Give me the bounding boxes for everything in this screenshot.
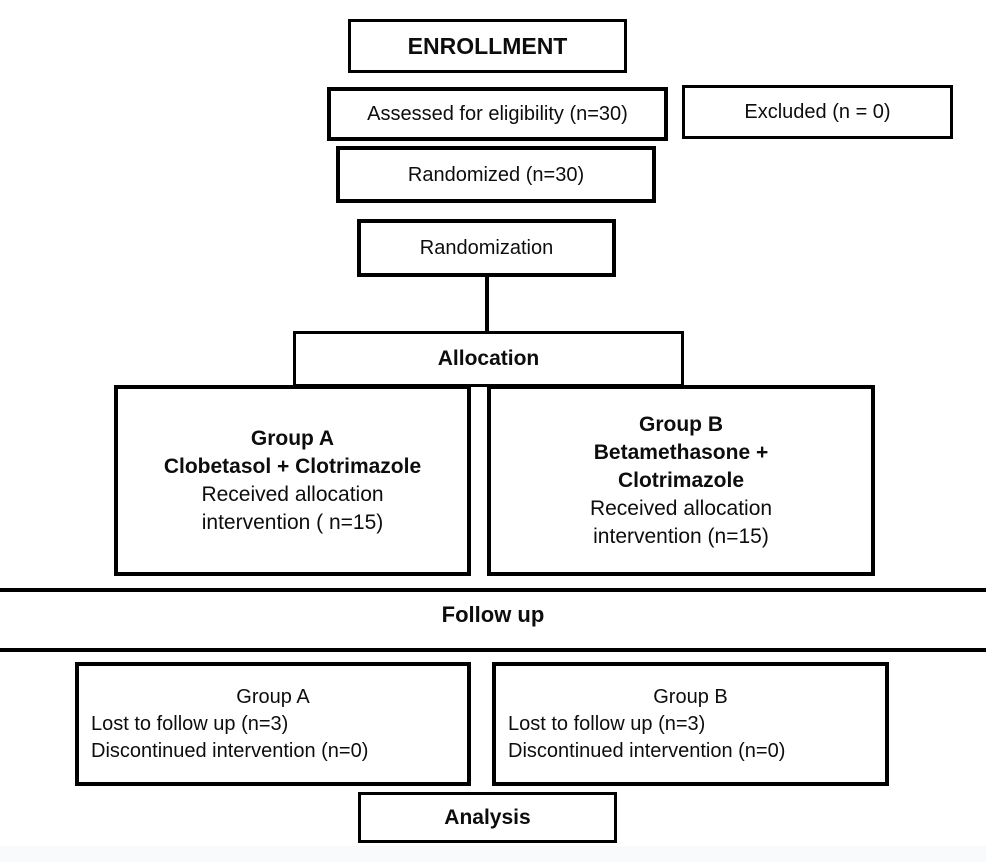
enrollment-box: ENROLLMENT bbox=[348, 19, 627, 73]
group-b-lost-line: Lost to follow up (n=3) bbox=[508, 712, 706, 735]
excluded-box: Excluded (n = 0) bbox=[682, 85, 953, 139]
group-a-treatment: Clobetasol + Clotrimazole bbox=[163, 454, 422, 478]
group-b-discontinued-line: Discontinued intervention (n=0) bbox=[508, 739, 786, 762]
randomized-box: Randomized (n=30) bbox=[336, 146, 656, 203]
allocation-label: Allocation bbox=[437, 347, 540, 370]
group-b-intervention-line: intervention (n=15) bbox=[593, 524, 769, 548]
group-b-received-line: Received allocation bbox=[589, 496, 773, 520]
group-b-title: Group B bbox=[639, 412, 723, 436]
randomization-label: Randomization bbox=[419, 237, 554, 259]
randomized-label: Randomized (n=30) bbox=[407, 163, 585, 186]
analysis-box: Analysis bbox=[358, 792, 617, 843]
group-a-followup-box: Group A Lost to follow up (n=3) Disconti… bbox=[75, 662, 471, 786]
allocation-box: Allocation bbox=[293, 331, 684, 387]
randomization-to-allocation-connector bbox=[485, 277, 489, 332]
group-a-allocation-box: Group A Clobetasol + Clotrimazole Receiv… bbox=[114, 385, 471, 576]
follow-up-label: Follow up bbox=[441, 602, 545, 627]
follow-up-divider-top bbox=[0, 588, 986, 592]
group-a-intervention-line: intervention ( n=15) bbox=[201, 510, 384, 534]
group-b-treatment-line1: Betamethasone + bbox=[593, 440, 769, 464]
group-a-discontinued-line: Discontinued intervention (n=0) bbox=[91, 739, 369, 762]
follow-up-divider-bottom bbox=[0, 648, 986, 652]
randomization-box: Randomization bbox=[357, 219, 616, 277]
group-a-lost-line: Lost to follow up (n=3) bbox=[91, 712, 289, 735]
excluded-label: Excluded (n = 0) bbox=[744, 101, 891, 123]
group-a-followup-title: Group A bbox=[236, 685, 310, 708]
assessed-eligibility-box: Assessed for eligibility (n=30) bbox=[327, 87, 668, 141]
group-b-followup-box: Group B Lost to follow up (n=3) Disconti… bbox=[492, 662, 889, 786]
group-b-followup-title: Group B bbox=[653, 685, 728, 708]
assessed-eligibility-label: Assessed for eligibility (n=30) bbox=[367, 103, 628, 125]
enrollment-label: ENROLLMENT bbox=[407, 33, 568, 59]
group-b-allocation-box: Group B Betamethasone + Clotrimazole Rec… bbox=[487, 385, 875, 576]
bottom-strip bbox=[0, 846, 986, 862]
group-b-treatment-line2: Clotrimazole bbox=[617, 468, 745, 492]
group-a-received-line: Received allocation bbox=[201, 482, 384, 506]
analysis-label: Analysis bbox=[444, 805, 531, 829]
group-a-title: Group A bbox=[250, 426, 335, 450]
